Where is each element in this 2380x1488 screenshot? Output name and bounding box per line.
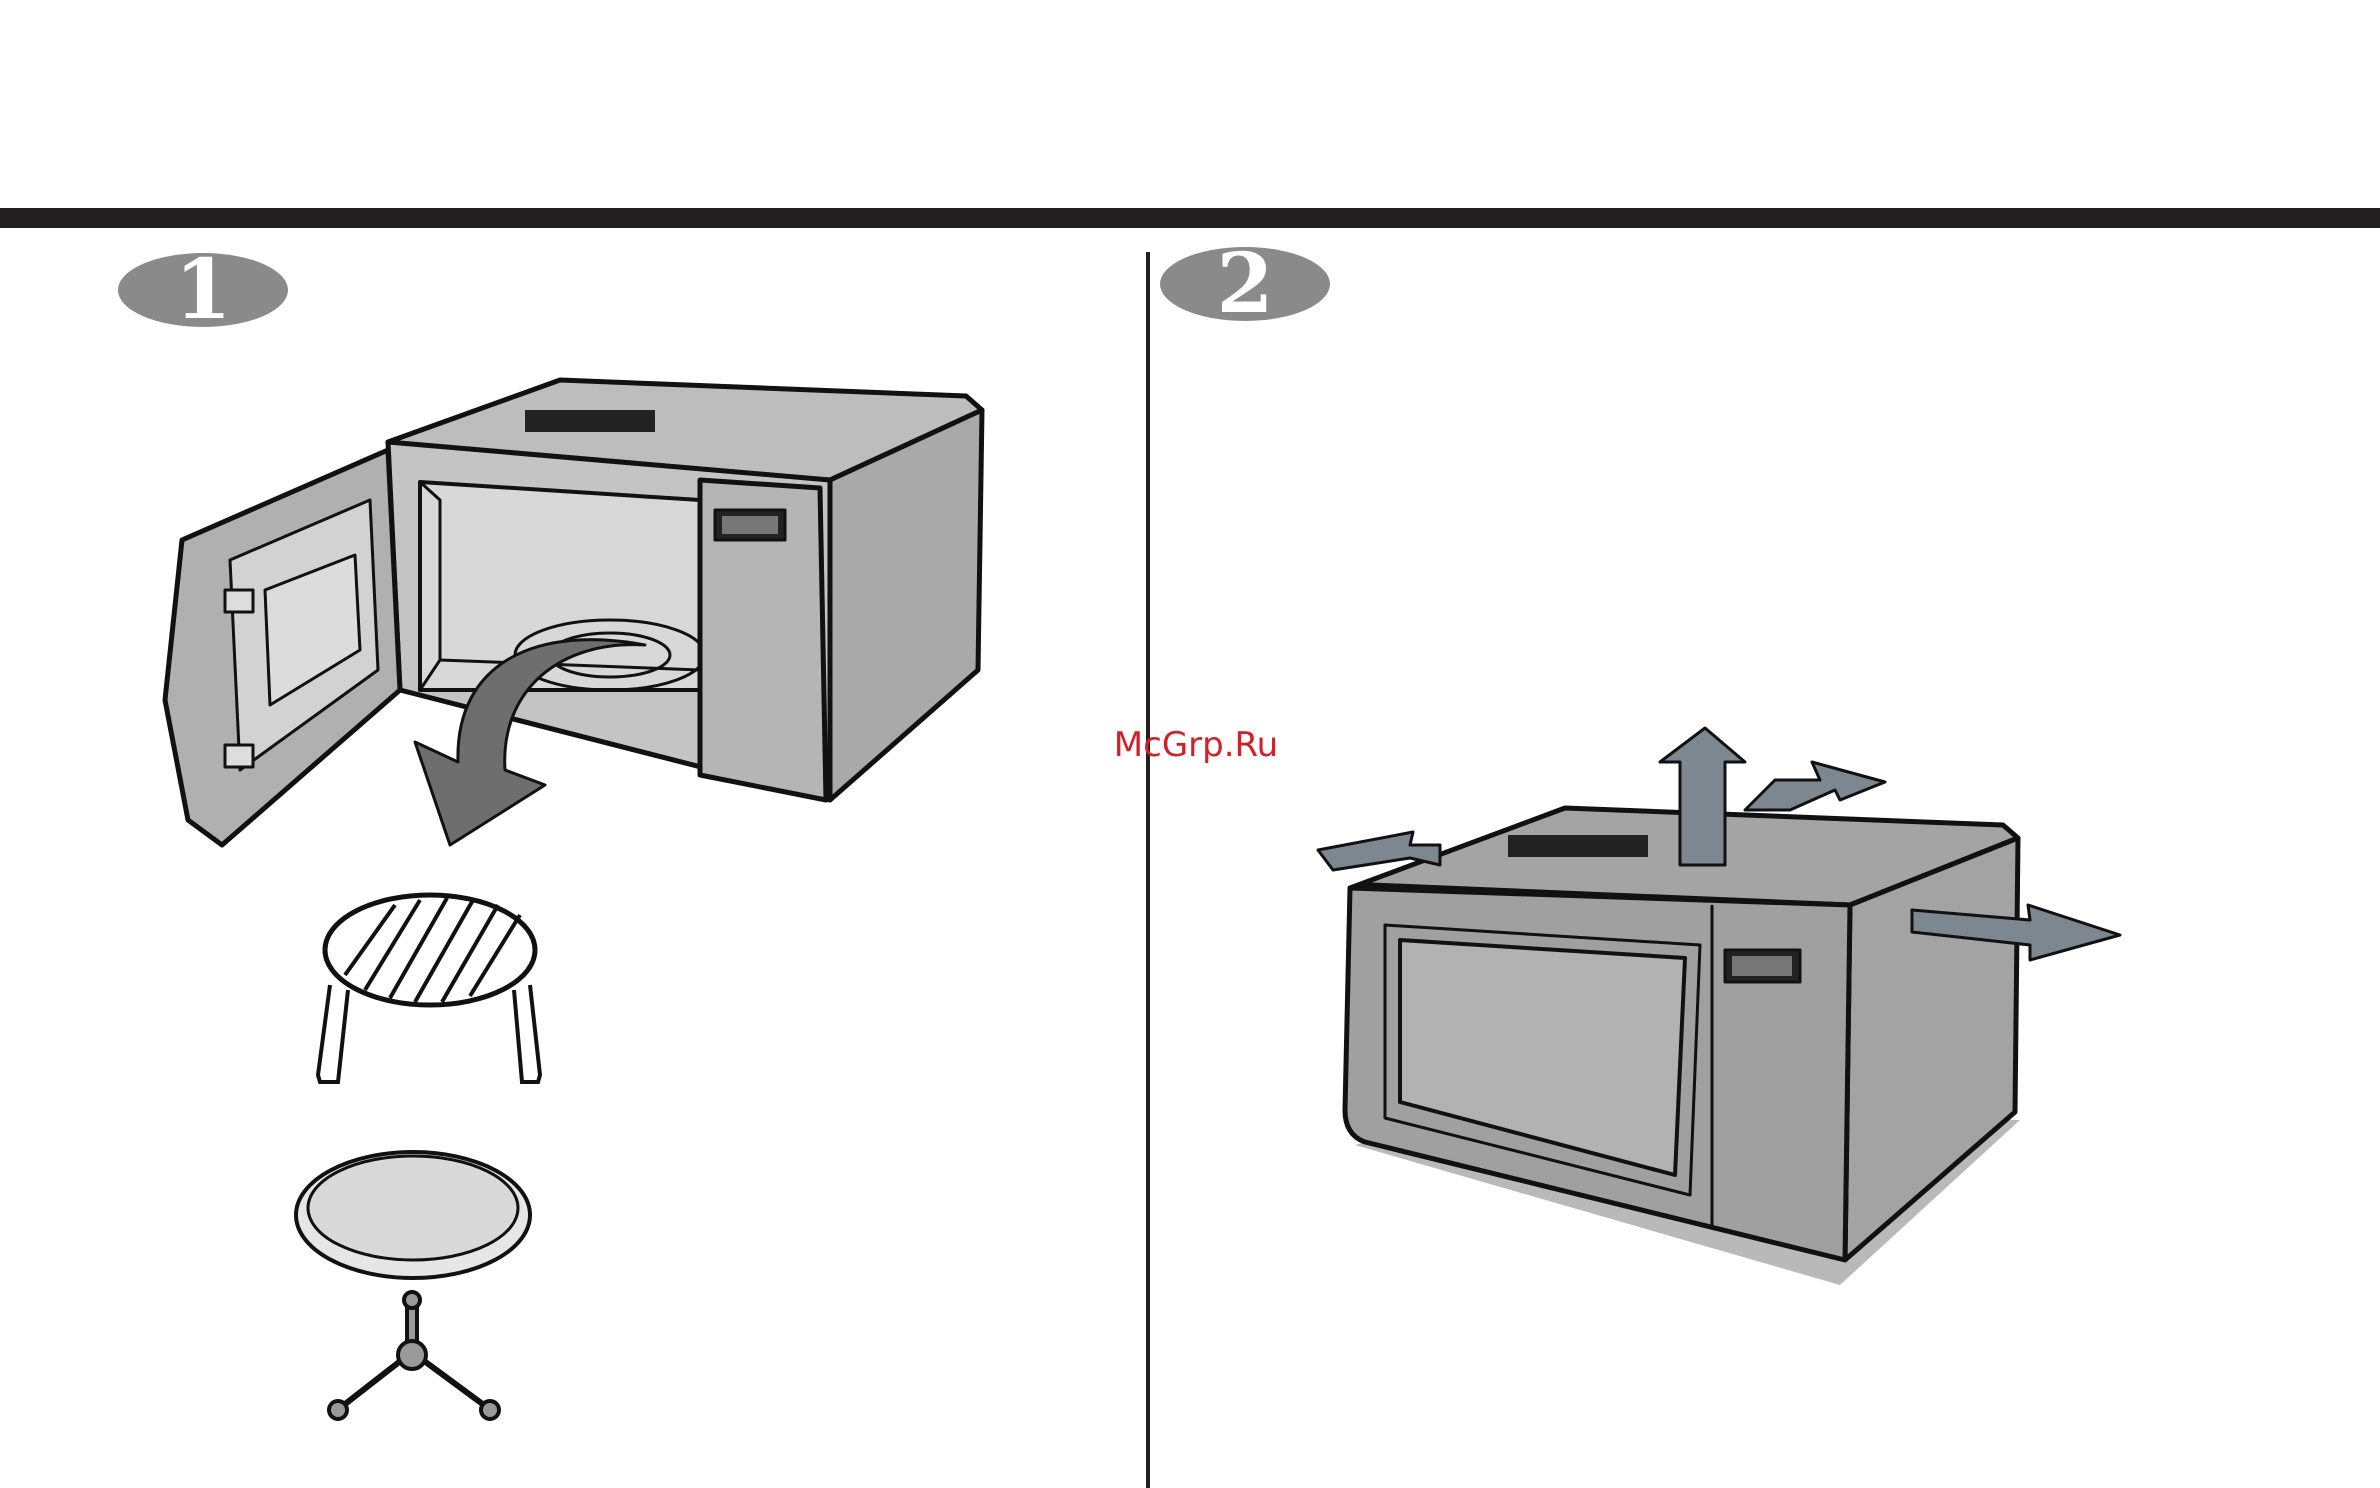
step-1-badge: 1: [118, 242, 288, 338]
roller-support-illustration: [329, 1292, 499, 1419]
top-rule: [0, 208, 2380, 228]
closed-microwave-illustration: [1345, 808, 2020, 1285]
grill-rack-illustration: [318, 895, 540, 1082]
open-microwave-illustration: [165, 380, 982, 845]
watermark-text: McGrp.Ru: [1114, 725, 1278, 765]
step-2-number: 2: [1216, 236, 1273, 332]
column-divider: [1146, 252, 1150, 1488]
back-clearance-arrow: [1745, 762, 1885, 810]
step-1-number: 1: [174, 242, 231, 338]
step-2-badge: 2: [1160, 236, 1330, 332]
glass-tray-illustration: [296, 1152, 530, 1278]
